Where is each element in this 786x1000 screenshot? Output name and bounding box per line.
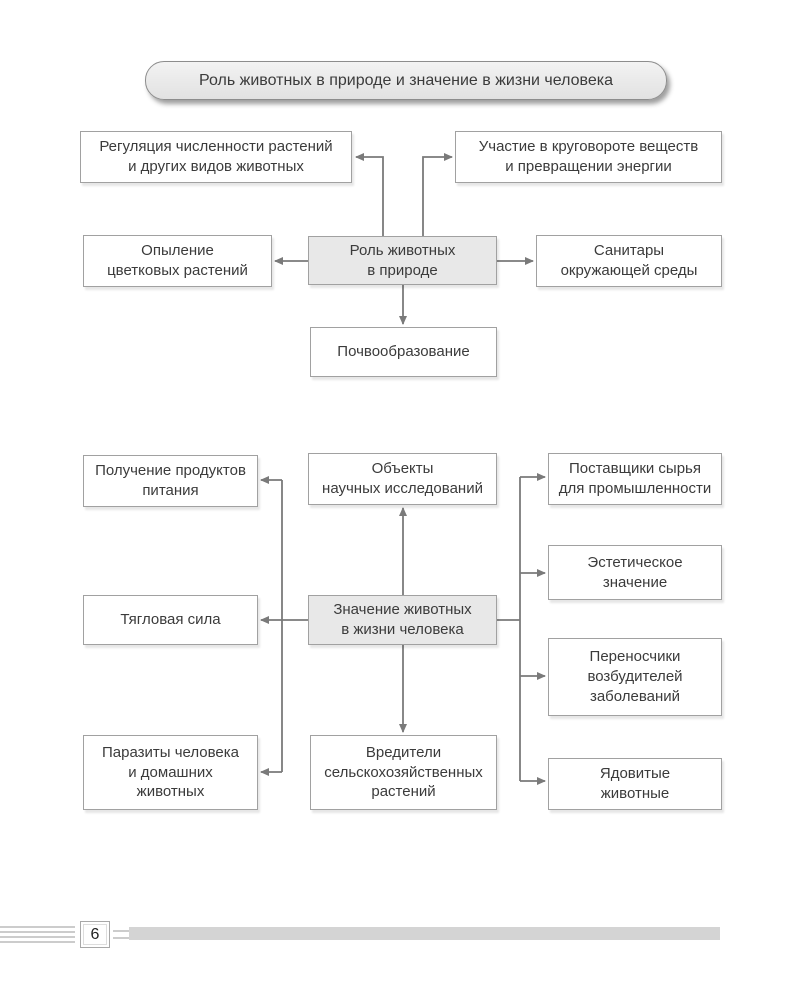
- arrow-to-cycle: [422, 153, 453, 236]
- node-sanitary: Санитары окружающей среды: [536, 235, 722, 287]
- footer-stripe: [113, 937, 129, 939]
- node-raw-materials: Поставщики сырья для промышленности: [548, 453, 722, 505]
- node-venomous-animals: Ядовитые животные: [548, 758, 722, 810]
- footer-stripe: [0, 931, 75, 933]
- node-draft-power: Тягловая сила: [83, 595, 258, 645]
- node-food-products: Получение продуктов питания: [83, 455, 258, 507]
- node-role-in-nature-center: Роль животных в природе: [308, 236, 497, 285]
- arrow-to-regulation: [355, 153, 384, 236]
- node-matter-cycle: Участие в круговороте веществ и превраще…: [455, 131, 722, 183]
- node-pollination: Опыление цветковых растений: [83, 235, 272, 287]
- footer-stripe: [113, 930, 129, 932]
- node-human-significance-center: Значение животных в жизни человека: [308, 595, 497, 645]
- node-plant-regulation: Регуляция численности растений и других …: [80, 131, 352, 183]
- node-soil-formation: Почвообразование: [310, 327, 497, 377]
- page-title: Роль животных в природе и значение в жиз…: [145, 61, 667, 100]
- node-research-objects: Объекты научных исследований: [308, 453, 497, 505]
- footer-stripe: [0, 936, 75, 938]
- page-number: 6: [80, 921, 110, 948]
- node-parasites: Паразиты человека и домашних животных: [83, 735, 258, 810]
- footer-stripe: [0, 941, 75, 943]
- node-disease-vectors: Переносчики возбудителей заболеваний: [548, 638, 722, 716]
- node-aesthetic-value: Эстетическое значение: [548, 545, 722, 600]
- footer-stripe: [0, 926, 75, 928]
- node-crop-pests: Вредители сельскохозяйственных растений: [310, 735, 497, 810]
- footer-bar: [129, 927, 720, 940]
